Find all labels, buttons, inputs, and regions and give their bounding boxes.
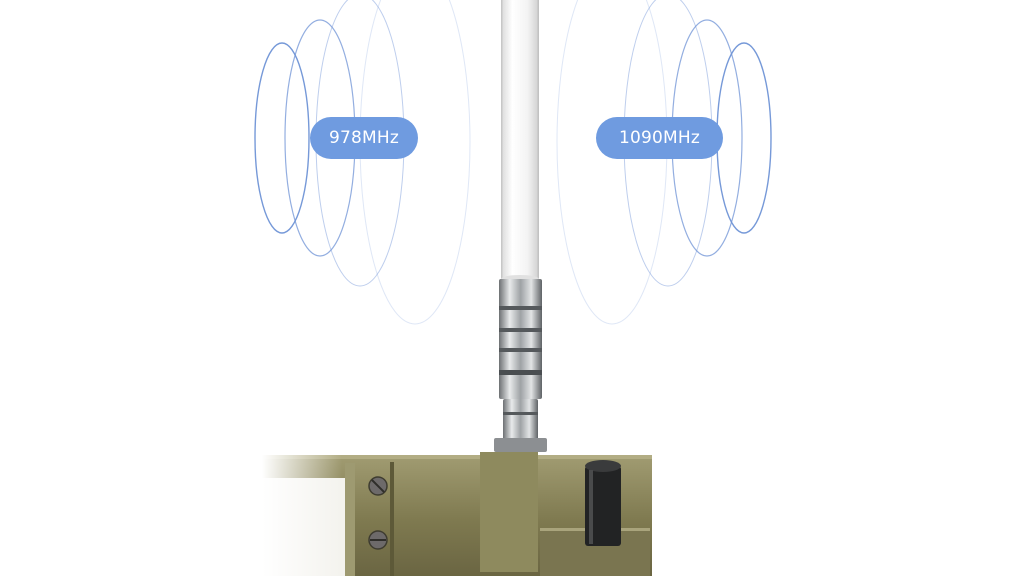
black-post <box>585 460 621 546</box>
frequency-badge-right: 1090MHz <box>596 117 723 159</box>
frequency-label-right: 1090MHz <box>618 128 701 148</box>
left-radio-wave-icon <box>254 0 471 325</box>
antenna-icon <box>501 0 539 283</box>
frequency-badge-left: 978MHz <box>310 117 418 159</box>
right-radio-wave-icon <box>556 0 772 325</box>
sma-connector <box>494 279 547 452</box>
frequency-label-left: 978MHz <box>328 128 400 148</box>
